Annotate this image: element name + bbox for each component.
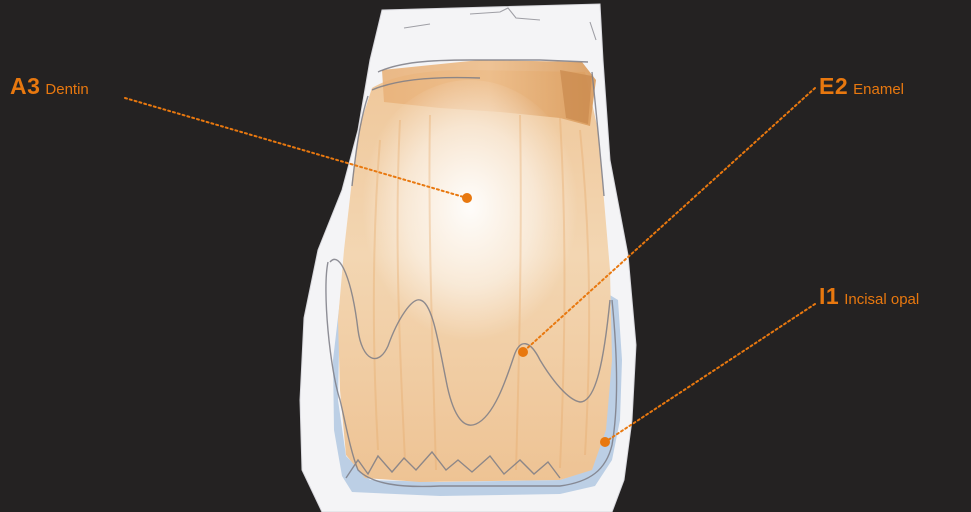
incisal-name: Incisal opal	[844, 291, 919, 308]
incisal-marker	[600, 437, 610, 447]
enamel-code: E2	[819, 73, 848, 99]
label-dentin: A3 Dentin	[10, 75, 89, 98]
enamel-name: Enamel	[853, 81, 904, 98]
dentin-name: Dentin	[45, 81, 88, 98]
dentin-code: A3	[10, 73, 40, 99]
incisal-leader-line	[605, 304, 815, 442]
dentin-marker	[462, 193, 472, 203]
enamel-marker	[518, 347, 528, 357]
label-enamel: E2 Enamel	[819, 75, 904, 98]
incisal-code: I1	[819, 283, 839, 309]
label-incisal: I1 Incisal opal	[819, 285, 919, 308]
